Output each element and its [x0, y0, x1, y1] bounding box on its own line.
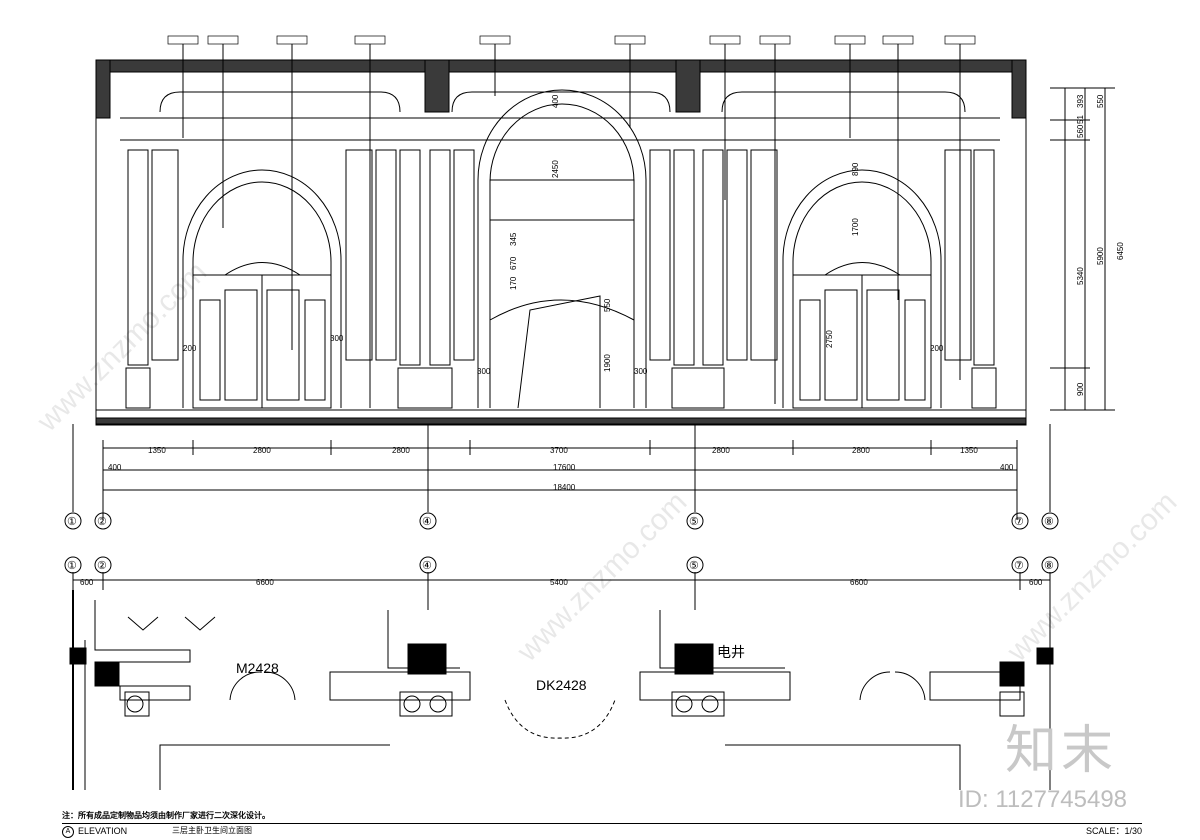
plan-door-m2428: M2428	[236, 660, 279, 676]
left-arch	[182, 169, 342, 408]
left-soffit	[95, 59, 111, 119]
dim-right-200: 200	[930, 344, 944, 353]
view-label-group: A ELEVATION	[62, 824, 127, 838]
right-arch	[782, 169, 942, 408]
plan-dim-600-right: 600	[1029, 578, 1043, 587]
plan-shaft-block	[674, 643, 714, 675]
dim-right-550: 550	[1096, 94, 1105, 108]
dim-right-900: 900	[1076, 382, 1085, 396]
dim-2800-a: 2800	[253, 446, 271, 455]
elevation-marker: A	[62, 825, 74, 838]
dim-total-inner: 17600	[553, 463, 576, 472]
column	[973, 149, 995, 366]
dim-edge-left: 400	[108, 463, 122, 472]
plan-dim-5400: 5400	[550, 578, 568, 587]
dim-1350-right: 1350	[960, 446, 978, 455]
plan-dim-6600-left: 6600	[256, 578, 274, 587]
drawing-scale: SCALE：1/30	[1085, 826, 1142, 836]
plan-shaft-label: 电井	[717, 644, 745, 660]
plan-dim-600-left: 600	[80, 578, 94, 587]
dim-2800-d: 2800	[852, 446, 870, 455]
dim-center-345: 345	[509, 232, 518, 246]
elevation-frame	[95, 59, 1027, 426]
floor-base	[95, 409, 1027, 419]
column	[673, 149, 695, 366]
dim-right-5340: 5340	[1076, 267, 1085, 285]
dim-edge-right: 400	[1000, 463, 1014, 472]
dim-center-400: 400	[551, 94, 560, 108]
balustrade	[489, 179, 635, 221]
title-block: A ELEVATION 三层主卧卫生间立面图 SCALE：1/30	[62, 823, 1142, 838]
column	[702, 149, 724, 366]
drawing-note: 注：所有成品定制物品均须由制作厂家进行二次深化设计。	[62, 811, 270, 820]
dim-2800-b: 2800	[392, 446, 410, 455]
soffit-mid-left	[424, 59, 450, 113]
dim-arch-2750: 2750	[825, 330, 834, 348]
watermark-id: ID: 1127745498	[958, 786, 1128, 813]
dim-left-200: 200	[183, 344, 197, 353]
grid-axis-7: ⑦	[1014, 516, 1024, 528]
drawing-title: 三层主卧卫生间立面图	[172, 826, 252, 835]
dim-1350-left: 1350	[148, 446, 166, 455]
plan-grid-axis-7: ⑦	[1014, 560, 1024, 572]
plan-shaft-block	[407, 643, 447, 675]
dim-center-1900: 1900	[603, 354, 612, 372]
plan-grid-axis-1: ①	[67, 560, 77, 572]
grid-axis-2: ②	[97, 516, 107, 528]
column	[429, 149, 451, 366]
grid-axis-1: ①	[67, 516, 77, 528]
floor-slab	[95, 417, 1027, 425]
dim-right-6450: 6450	[1116, 242, 1125, 260]
plan-door-dk2428: DK2428	[536, 677, 587, 693]
dim-left-300: 300	[330, 334, 344, 343]
grid-axis-8: ⑧	[1044, 516, 1054, 528]
plan-grid-axis-4: ④	[422, 560, 432, 572]
grid-axis-4: ④	[422, 516, 432, 528]
dim-right-51: 51	[1076, 115, 1085, 124]
column	[127, 149, 149, 366]
dim-3700: 3700	[550, 446, 568, 455]
soffit-mid-right	[675, 59, 701, 113]
plan-grid-axis-8: ⑧	[1044, 560, 1054, 572]
ceiling-beam	[95, 59, 1027, 73]
right-soffit	[1011, 59, 1027, 119]
dim-2800-c: 2800	[712, 446, 730, 455]
dim-arch-890: 890	[851, 162, 860, 176]
plan-dim-6600-right: 6600	[850, 578, 868, 587]
dim-center-2450: 2450	[551, 160, 560, 178]
column	[399, 149, 421, 366]
plan-grid-axis-5: ⑤	[689, 560, 699, 572]
plan-grid-axis-2: ②	[97, 560, 107, 572]
dim-right-393: 393	[1076, 94, 1085, 108]
dim-right-5900: 5900	[1096, 247, 1105, 265]
dim-center-300-a: 300	[477, 367, 491, 376]
center-arch	[477, 89, 647, 408]
dim-center-300-b: 300	[634, 367, 648, 376]
grid-axis-5: ⑤	[689, 516, 699, 528]
view-label: ELEVATION	[78, 826, 128, 836]
watermark-logo: 知末	[1005, 721, 1118, 781]
dim-arch-1700: 1700	[851, 218, 860, 236]
dim-center-170: 170	[509, 276, 518, 290]
dim-center-550: 550	[603, 298, 612, 312]
dim-right-560: 560	[1076, 124, 1085, 138]
dim-total-outer: 18400	[553, 483, 576, 492]
dim-center-670: 670	[509, 256, 518, 270]
